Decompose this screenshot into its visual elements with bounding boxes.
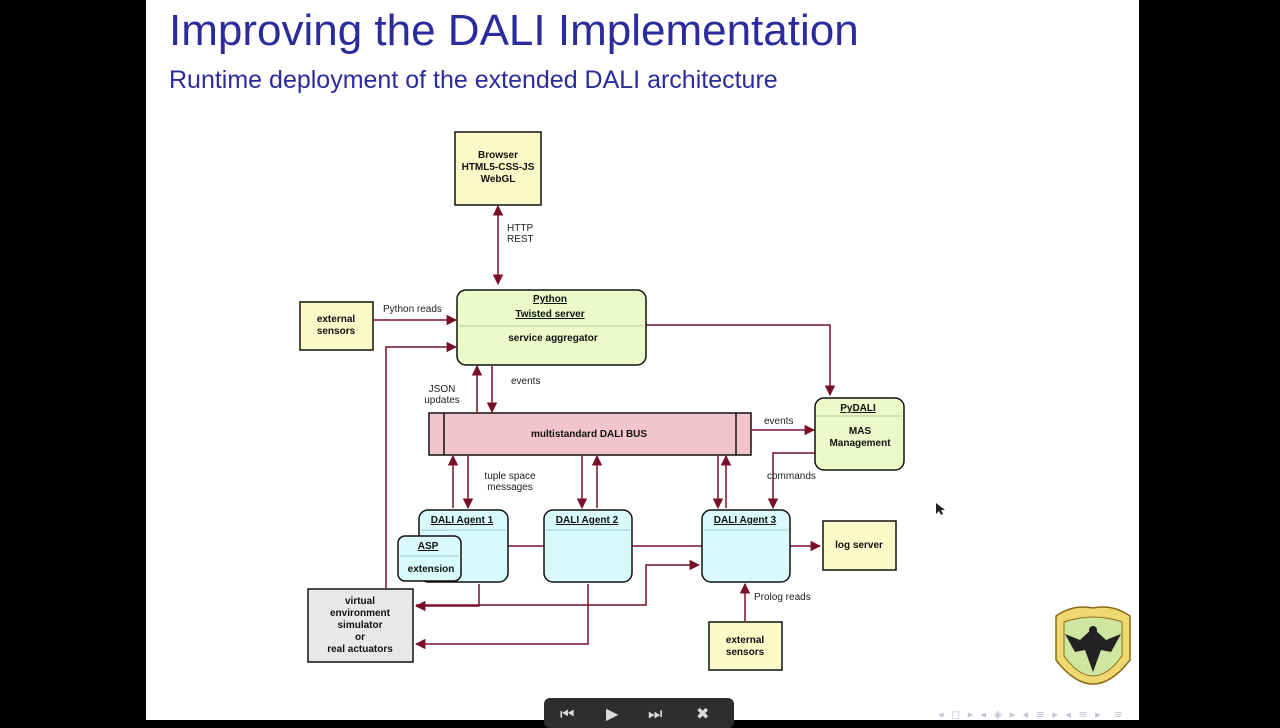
events-pydali-label: events [764,416,793,427]
agent2-to-sim-arrow [414,584,589,650]
browser-node: Browser HTML5-CSS-JS WebGL [454,131,542,206]
svg-text:Management: Management [829,438,891,449]
mouse-cursor-icon [936,503,945,515]
simulator-to-server-arrow [385,341,458,588]
agent2-label: DALI Agent 2 [556,515,619,526]
agent3-node: DALI Agent 3 [701,509,791,583]
slide-navigation[interactable]: ◂ ◻ ▸ ◂ ◈ ▸ ◂ ≡ ▸ ◂ ≡ ▸ ≡ ↺ ⌕ ↻ [938,708,1139,720]
pydali-node: PyDALI MAS Management [814,397,905,471]
prolog-reads-label: Prolog reads [754,592,811,603]
svg-text:environment: environment [330,608,391,619]
svg-text:virtual: virtual [345,596,375,607]
messages-label: messages [487,482,533,493]
external-sensors-top-node: external sensors [299,301,374,351]
architecture-diagram: Browser HTML5-CSS-JS WebGL HTTP REST Pyt… [299,131,1131,685]
slide-title: Improving the DALI Implementation [169,6,859,55]
updates-label: updates [424,395,460,406]
http-label: HTTP [507,223,533,234]
dali-bus-node: multistandard DALI BUS [428,412,752,456]
agent3-label: DALI Agent 3 [714,515,777,526]
agent2-node: DALI Agent 2 [543,509,633,583]
play-icon[interactable]: ▶ [606,704,619,723]
agent1-to-sim-arrow [414,584,480,612]
svg-text:or: or [355,632,365,643]
svg-text:simulator: simulator [337,620,382,631]
json-label: JSON [429,384,456,395]
svg-text:sensors: sensors [317,326,356,337]
close-icon[interactable]: ✖ [696,704,710,723]
service-aggregator-label: service aggregator [508,333,598,344]
log-server-label: log server [835,540,883,551]
commands-label: commands [767,471,816,482]
skip-forward-icon[interactable]: ⏭ [648,704,663,723]
slide-subtitle: Runtime deployment of the extended DALI … [169,66,778,94]
browser-label: Browser [478,150,518,161]
svg-text:external: external [317,314,356,325]
python-title: Python [533,294,567,305]
rest-label: REST [507,234,534,245]
svg-text:MAS: MAS [849,426,872,437]
svg-text:external: external [726,635,765,646]
browser-label: WebGL [481,174,516,185]
svg-text:sensors: sensors [726,647,765,658]
sim-to-agent3-arrow [416,559,701,606]
asp-extension-label: extension [408,564,455,575]
asp-node: ASP extension [397,535,462,582]
external-sensors-bottom-node: external sensors [708,621,783,671]
slide: Improving the DALI Implementation Runtim… [146,0,1139,720]
browser-label: HTML5-CSS-JS [462,162,535,173]
python-reads-label: Python reads [383,304,442,315]
tuple-space-label: tuple space [484,471,536,482]
bus-label: multistandard DALI BUS [531,429,647,440]
events-server-label: events [511,376,540,387]
simulator-node: virtual environment simulator or real ac… [307,588,414,663]
agent1-label: DALI Agent 1 [431,515,494,526]
skip-back-icon[interactable]: ⏮ [560,704,575,723]
pydali-title: PyDALI [840,403,876,414]
server-to-pydali-arrow [646,324,836,397]
asp-title: ASP [418,541,439,552]
python-server-node: Python Twisted server service aggregator [456,289,647,366]
video-controls: ⏮ ▶ ⏭ ✖ [544,698,734,728]
log-server-node: log server [822,520,897,571]
svg-text:real actuators: real actuators [327,644,393,655]
twisted-server-label: Twisted server [515,309,584,320]
university-crest-icon [1055,606,1131,685]
